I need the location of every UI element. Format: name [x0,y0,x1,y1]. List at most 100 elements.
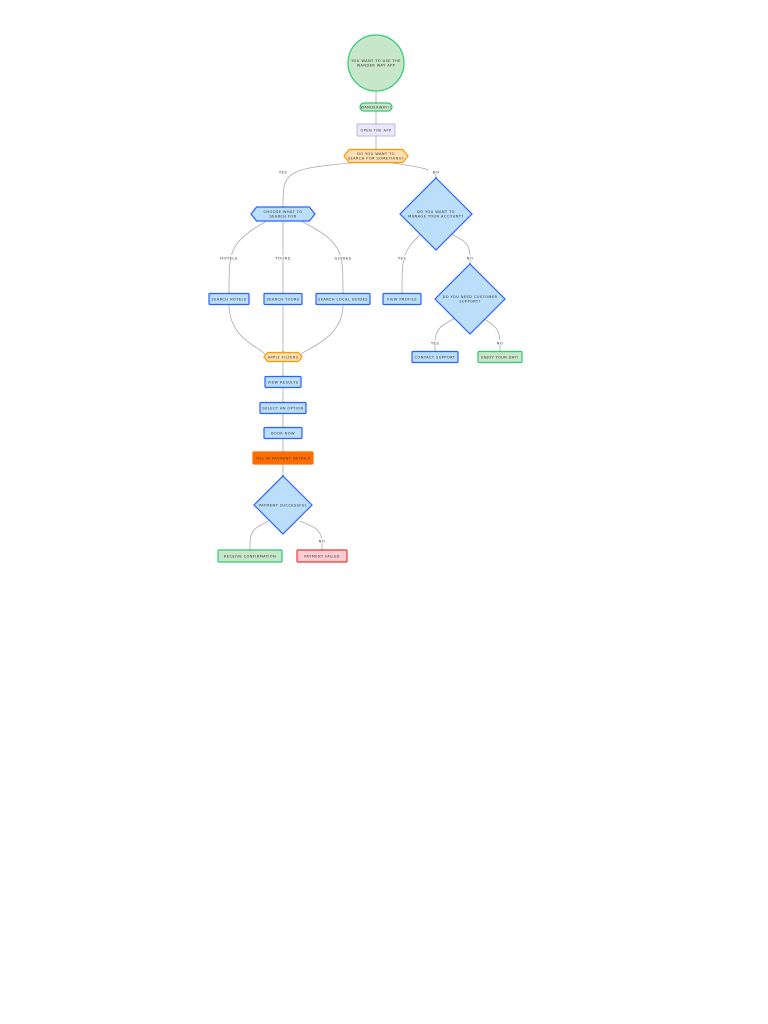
node-profile[interactable]: VIEW PROFILE [382,292,422,306]
node-label: WANDER WAY APP [357,64,396,68]
node-label: CONTACT SUPPORT [415,355,456,359]
node-pay_q[interactable]: PAYMENT SUCCESSFUL [253,475,313,535]
edge-label-bg [315,538,329,544]
node-confirm[interactable]: RECEIVE CONFIRMATION [217,549,283,563]
node-guides[interactable]: SEARCH LOCAL GUIDES [315,292,371,306]
node-filters[interactable]: APPLY FILTERS [263,351,303,363]
rect-shape [264,375,302,389]
edge-label: GUIDES [335,255,352,260]
edge-label: YES [431,340,440,345]
edge-label: YES [279,169,288,174]
diamond-shape [253,475,313,535]
node-label: OPEN THE APP [360,128,391,132]
node-payment[interactable]: FILL IN PAYMENT DETAILS [252,451,314,465]
rect-shape [252,451,314,465]
node-label: SEARCH FOR [269,215,296,219]
node-select[interactable]: SELECT AN OPTION [259,401,307,415]
node-label: VIEW RESULTS [268,380,299,384]
node-label: SUPPORT? [459,300,481,304]
node-label: SEARCH LOCAL GUIDES [318,297,368,301]
edge-label-bg [276,169,290,175]
edge-label: NO [319,538,326,543]
edge-label-bg [429,169,443,175]
node-contact[interactable]: CONTACT SUPPORT [411,350,459,364]
node-label: ENJOY YOUR DAY! [481,355,519,359]
node-failed[interactable]: PAYMENT FAILED [296,549,348,563]
edge-pay_q-to-confirm [249,520,269,551]
rect-shape [382,292,422,306]
node-label: DO YOU NEED CUSTOMER [443,295,498,299]
rect-shape [263,426,303,440]
node-label: YOU WANT TO USE THE [351,59,401,63]
node-label: SELECT AN OPTION [262,406,303,410]
hexagon-shape [250,206,316,222]
node-label: VIEW PROFILE [387,297,418,301]
node-label: SEARCH FOR SOMETHING? [348,157,404,161]
node-wanderway[interactable]: WANDERWAY!! [359,102,393,112]
edge-choose-to-hotels [228,220,267,294]
edge-label-bg [395,255,409,261]
diamond-shape [399,177,473,251]
node-label: CHOOSE WHAT TO [264,210,303,214]
edge-label: NO [497,340,504,345]
edge-label-bg [493,340,507,346]
edge-label-bg [222,255,236,261]
edge-label: HOTELS [220,255,238,260]
node-tours[interactable]: SEARCH TOURS [263,292,303,306]
node-label: DO YOU WANT TO [357,152,395,156]
node-label: WANDERWAY!! [361,105,392,109]
circle-shape [347,34,405,92]
node-label: DO YOU WANT TO [417,210,455,214]
edge-label: YES [398,255,407,260]
rect-shape [315,292,371,306]
edge-search_q-to-choose [282,162,358,208]
edge-guides-to-filters [300,304,344,358]
edge-label-bg [336,255,350,261]
node-label: BOOK NOW [271,431,295,435]
node-label: SEARCH TOURS [267,297,300,301]
edge-label: NO [467,255,474,260]
rect-shape [356,123,396,137]
edge-search_q-to-manage_q [387,162,437,179]
node-hotels[interactable]: SEARCH HOTELS [208,292,250,306]
edge-choose-to-guides [300,220,344,294]
rect-shape [477,350,523,364]
node-enjoy[interactable]: ENJOY YOUR DAY! [477,350,523,364]
node-label: SEARCH HOTELS [211,297,246,301]
node-open[interactable]: OPEN THE APP [356,123,396,137]
diamond-shape [434,263,506,335]
hexagon-shape [343,148,409,164]
rect-shape [208,292,250,306]
pill-shape [359,102,393,112]
edge-label: NO [433,169,440,174]
rect-shape [259,401,307,415]
hexagon-shape [263,351,303,363]
rect-shape [263,292,303,306]
rect-shape [296,549,348,563]
node-results[interactable]: VIEW RESULTS [264,375,302,389]
node-label: RECEIVE CONFIRMATION [224,554,276,558]
edge-pay_q-to-failed [300,520,323,551]
edge-manage_q-to-profile [401,233,421,294]
edge-label-bg [428,340,442,346]
edge-label-bg [276,255,290,261]
node-book[interactable]: BOOK NOW [263,426,303,440]
node-label: MANAGE YOUR ACCOUNT? [408,215,464,219]
node-label: APPLY FILTERS [268,355,299,359]
edge-label: TOURS [274,255,290,260]
edge-support_q-to-contact [434,318,455,352]
rect-shape [411,350,459,364]
edge-hotels-to-filters [228,304,266,358]
node-label: PAYMENT SUCCESSFUL [259,503,307,507]
rect-shape [217,549,283,563]
node-label: PAYMENT FAILED [304,554,340,558]
edge-support_q-to-enjoy [483,318,501,352]
node-label: FILL IN PAYMENT DETAILS [256,456,311,460]
